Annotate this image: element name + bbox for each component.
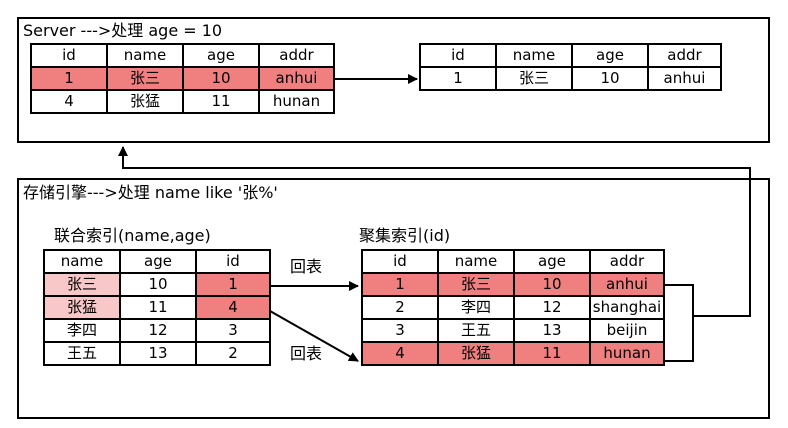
table-cell: hunan <box>589 341 665 366</box>
header-cell: id <box>30 43 108 68</box>
table-cell: 10 <box>571 66 649 91</box>
table-cell: 1 <box>419 66 497 91</box>
table-cell: hunan <box>258 89 335 114</box>
header-cell: name <box>437 249 515 274</box>
table-cell: 张猛 <box>43 295 121 320</box>
header-cell: id <box>361 249 439 274</box>
header-cell: addr <box>589 249 665 274</box>
table-cell: 张三 <box>495 66 573 91</box>
table-cell: 张猛 <box>106 89 184 114</box>
table-cell: anhui <box>589 272 665 297</box>
table-cell: 张三 <box>437 272 515 297</box>
header-cell: age <box>571 43 649 68</box>
table-cell: 11 <box>182 89 260 114</box>
header-cell: id <box>419 43 497 68</box>
table-cell: 13 <box>119 341 197 366</box>
table-cell: 4 <box>195 295 271 320</box>
table-cell: 张猛 <box>437 341 515 366</box>
header-cell: age <box>182 43 260 68</box>
table-cell: 1 <box>30 66 108 91</box>
table-cell: beijin <box>589 318 665 343</box>
back-lookup-label-2: 回表 <box>290 344 323 363</box>
return-path <box>118 146 751 317</box>
table-cell: 1 <box>361 272 439 297</box>
table-cell: anhui <box>647 66 722 91</box>
table-cell: 2 <box>195 341 271 366</box>
header-cell: addr <box>647 43 722 68</box>
table-cell: anhui <box>258 66 335 91</box>
result-bracket <box>664 284 694 362</box>
table-cell: 1 <box>195 272 271 297</box>
header-cell: id <box>195 249 271 274</box>
header-cell: name <box>106 43 184 68</box>
header-cell: age <box>513 249 591 274</box>
table-cell: 4 <box>30 89 108 114</box>
table-cell: 张三 <box>43 272 121 297</box>
clustered-index-label: 聚集索引(id) <box>359 226 451 245</box>
header-cell: age <box>119 249 197 274</box>
header-cell: name <box>495 43 573 68</box>
table-cell: 张三 <box>106 66 184 91</box>
table-cell: 13 <box>513 318 591 343</box>
table-cell: 12 <box>513 295 591 320</box>
table-cell: 10 <box>182 66 260 91</box>
back-lookup-arrow-2 <box>269 310 359 362</box>
table-cell: 3 <box>195 318 271 343</box>
table-cell: 11 <box>119 295 197 320</box>
header-cell: name <box>43 249 121 274</box>
table-cell: 李四 <box>437 295 515 320</box>
table-cell: 3 <box>361 318 439 343</box>
composite-index-label: 联合索引(name,age) <box>54 226 211 245</box>
table-cell: shanghai <box>589 295 665 320</box>
table-cell: 11 <box>513 341 591 366</box>
table-cell: 10 <box>119 272 197 297</box>
table-cell: 李四 <box>43 318 121 343</box>
back-lookup-label-1: 回表 <box>290 257 323 276</box>
engine-title: 存储引擎--->处理 name like '张%' <box>23 183 278 202</box>
table-cell: 王五 <box>437 318 515 343</box>
table-cell: 12 <box>119 318 197 343</box>
table-cell: 2 <box>361 295 439 320</box>
table-cell: 10 <box>513 272 591 297</box>
header-cell: addr <box>258 43 335 68</box>
table-cell: 王五 <box>43 341 121 366</box>
table-cell: 4 <box>361 341 439 366</box>
server-title: Server --->处理 age = 10 <box>23 21 223 40</box>
